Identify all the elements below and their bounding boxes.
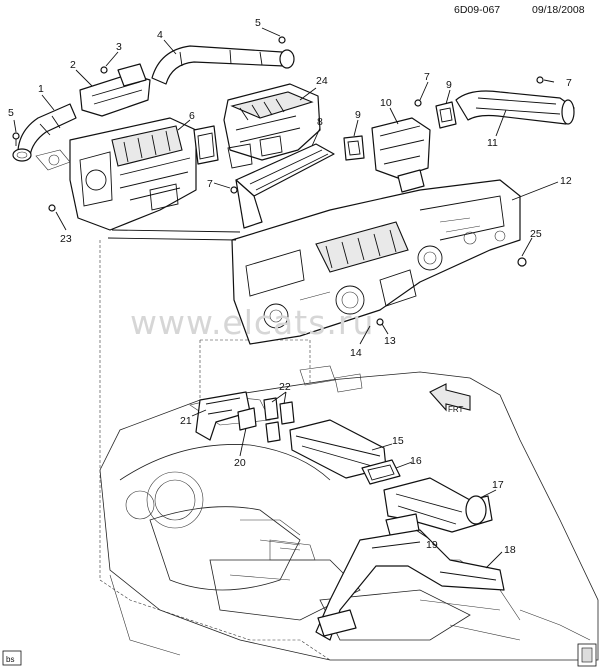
- callout-labels: 1 2 3 4 5 5 6 7 7 7 8 9 9 10 11 12 13 14…: [8, 17, 572, 556]
- callout-7-mid: 7: [424, 71, 430, 83]
- callout-17: 17: [492, 479, 504, 491]
- callout-13: 13: [384, 335, 396, 347]
- callout-14: 14: [350, 347, 362, 359]
- callout-10: 10: [380, 97, 392, 109]
- callout-8: 8: [317, 116, 323, 128]
- part-2-adapter: [79, 63, 151, 117]
- part-9-seal: [343, 135, 365, 161]
- callout-25: 25: [530, 228, 542, 240]
- diagram-code: 6D09-067: [454, 4, 500, 16]
- callout-7-left: 7: [207, 178, 213, 190]
- callout-7-right: 7: [566, 77, 572, 89]
- part-9b-seal: [435, 101, 457, 129]
- part-16-seal: [361, 459, 401, 485]
- fasteners: [12, 36, 544, 326]
- callout-9-right: 9: [446, 79, 452, 91]
- cross-rail: [107, 229, 241, 241]
- part-8-defrost-duct: [235, 143, 335, 229]
- callout-5-top: 5: [255, 17, 261, 29]
- callout-24: 24: [316, 75, 328, 87]
- part-11-side-duct: [455, 90, 575, 125]
- callout-19: 19: [426, 539, 438, 551]
- callout-11: 11: [487, 137, 498, 149]
- part-18-rear-duct: [315, 529, 505, 641]
- callout-6: 6: [189, 110, 195, 122]
- part-1-inlet-hose: [12, 103, 77, 162]
- part-24-blower-case: [223, 83, 321, 169]
- callout-2: 2: [70, 59, 76, 71]
- part-22-seals: [263, 397, 295, 443]
- part-10-side-duct: [371, 117, 431, 193]
- callout-22: 22: [279, 381, 291, 393]
- diagram-date: 09/18/2008: [532, 4, 585, 16]
- part-20-seal: [237, 407, 257, 431]
- callout-16: 16: [410, 455, 422, 467]
- grouping-lines: [99, 240, 331, 661]
- callout-1: 1: [38, 83, 44, 95]
- part-6-hvac-module: [35, 117, 197, 231]
- part-12-carrier: [231, 179, 521, 345]
- callout-18: 18: [504, 544, 516, 556]
- corner-book-icon: [577, 643, 597, 667]
- part-4-upper-hose: [151, 45, 295, 85]
- callout-21: 21: [180, 415, 192, 427]
- callout-9-left: 9: [355, 109, 361, 121]
- seal-ring: [193, 125, 219, 165]
- callout-12: 12: [560, 175, 572, 187]
- callout-20: 20: [234, 457, 246, 469]
- callout-3: 3: [116, 41, 122, 53]
- part-21-side-duct: [195, 391, 251, 441]
- leader-lines: [13, 27, 559, 569]
- callout-4: 4: [157, 29, 163, 41]
- callout-15: 15: [392, 435, 404, 447]
- corner-tag-text: bs: [6, 655, 14, 664]
- watermark: www.elcats.ru: [130, 303, 374, 342]
- front-arrow-label: FRT: [448, 405, 464, 414]
- callout-23: 23: [60, 233, 72, 245]
- callout-5-left: 5: [8, 107, 14, 119]
- front-direction-arrow-icon: FRT: [429, 383, 471, 414]
- corner-tag-left: bs: [2, 650, 22, 666]
